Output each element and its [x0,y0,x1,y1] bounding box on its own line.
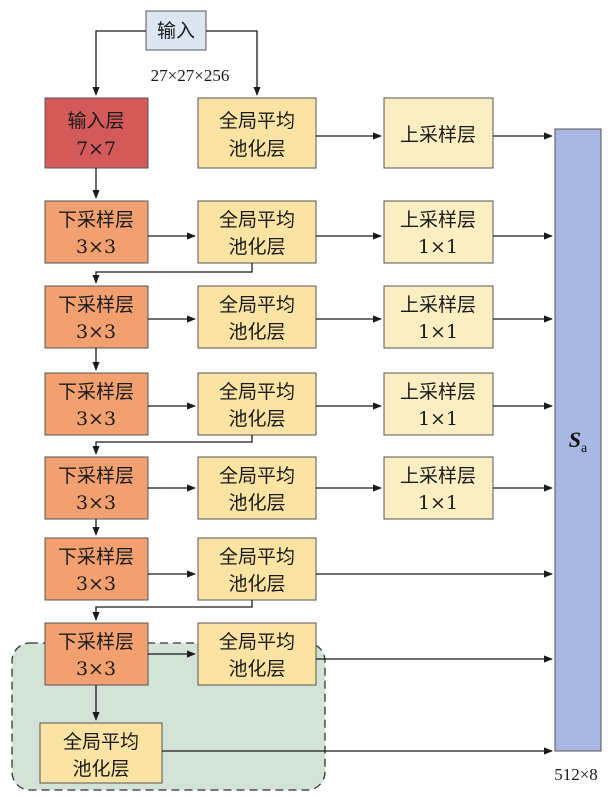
downsample-layer: 下采样层 3×3 [44,537,149,601]
upsample-layer: 上采样层 1×1 [383,456,494,520]
downsample-title: 下采样层 [58,294,134,316]
output-bar [554,128,602,752]
downsample-kernel: 3×3 [76,408,116,430]
output-subscript: a [581,441,588,456]
input-label: 输入 [157,20,195,42]
upsample-layer: 上采样层 1×1 [383,200,494,264]
gap-line1: 全局平均 [219,294,295,316]
gap-layer: 全局平均 池化层 [197,285,317,349]
downsample-layer: 下采样层 3×3 [44,622,149,686]
input-dims-label: 27×27×256 [151,66,230,85]
input-layer-title: 输入层 [67,110,124,132]
connector-input-to-gap [206,30,261,96]
downsample-title: 下采样层 [58,209,134,231]
connector-chain [92,263,253,284]
gap-line2: 池化层 [228,573,285,595]
gap-line1: 全局平均 [219,631,295,653]
downsample-layer: 下采样层 3×3 [44,456,149,520]
downsample-kernel: 3×3 [76,658,116,680]
gap-line2: 池化层 [228,321,285,343]
gap-line2: 池化层 [228,138,285,160]
upsample-title: 上采样层 [400,294,476,316]
output-dims-label: 512×8 [554,765,598,784]
downsample-title: 下采样层 [58,546,134,568]
output-label: Sa [569,427,588,456]
gap-layer: 全局平均 池化层 [197,537,317,601]
connector-chain [92,435,253,455]
final-gap-layer: 全局平均 池化层 [39,722,163,784]
gap-line1: 全局平均 [219,110,295,132]
gap-line2: 池化层 [228,408,285,430]
input-layer-kernel: 7×7 [76,138,116,160]
upsample-title: 上采样层 [400,381,476,403]
upsample-title: 上采样层 [400,209,476,231]
gap-line1: 全局平均 [219,465,295,487]
gap-line1: 全局平均 [219,209,295,231]
gap-line1: 全局平均 [219,381,295,403]
upsample-title: 上采样层 [400,465,476,487]
upsample-kernel: 1×1 [418,321,458,343]
final-gap-line1: 全局平均 [63,731,139,753]
gap-line1: 全局平均 [219,546,295,568]
connector-input-to-input-layer [92,30,146,96]
upsample-kernel: 1×1 [418,408,458,430]
gap-layer: 全局平均 池化层 [197,622,317,686]
upsample-title: 上采样层 [400,124,476,146]
downsample-layer: 下采样层 3×3 [44,372,149,436]
downsample-title: 下采样层 [58,465,134,487]
gap-layer: 全局平均 池化层 [197,97,317,169]
downsample-layer: 下采样层 3×3 [44,285,149,349]
upsample-layer: 上采样层 1×1 [383,372,494,436]
gap-layer: 全局平均 池化层 [197,372,317,436]
gap-line2: 池化层 [228,658,285,680]
output-symbol: S [569,427,581,452]
gap-line2: 池化层 [228,236,285,258]
upsample-layer: 上采样层 1×1 [383,285,494,349]
upsample-kernel: 1×1 [418,236,458,258]
connector-chain [92,600,253,621]
downsample-title: 下采样层 [58,381,134,403]
final-gap-line2: 池化层 [72,758,129,780]
downsample-kernel: 3×3 [76,573,116,595]
downsample-kernel: 3×3 [76,236,116,258]
gap-line2: 池化层 [228,492,285,514]
downsample-kernel: 3×3 [76,492,116,514]
downsample-kernel: 3×3 [76,321,116,343]
gap-layer: 全局平均 池化层 [197,456,317,520]
downsample-title: 下采样层 [58,631,134,653]
upsample-layer: 上采样层 [383,97,494,169]
gap-layer: 全局平均 池化层 [197,200,317,264]
downsample-layer: 下采样层 3×3 [44,200,149,264]
upsample-kernel: 1×1 [418,492,458,514]
